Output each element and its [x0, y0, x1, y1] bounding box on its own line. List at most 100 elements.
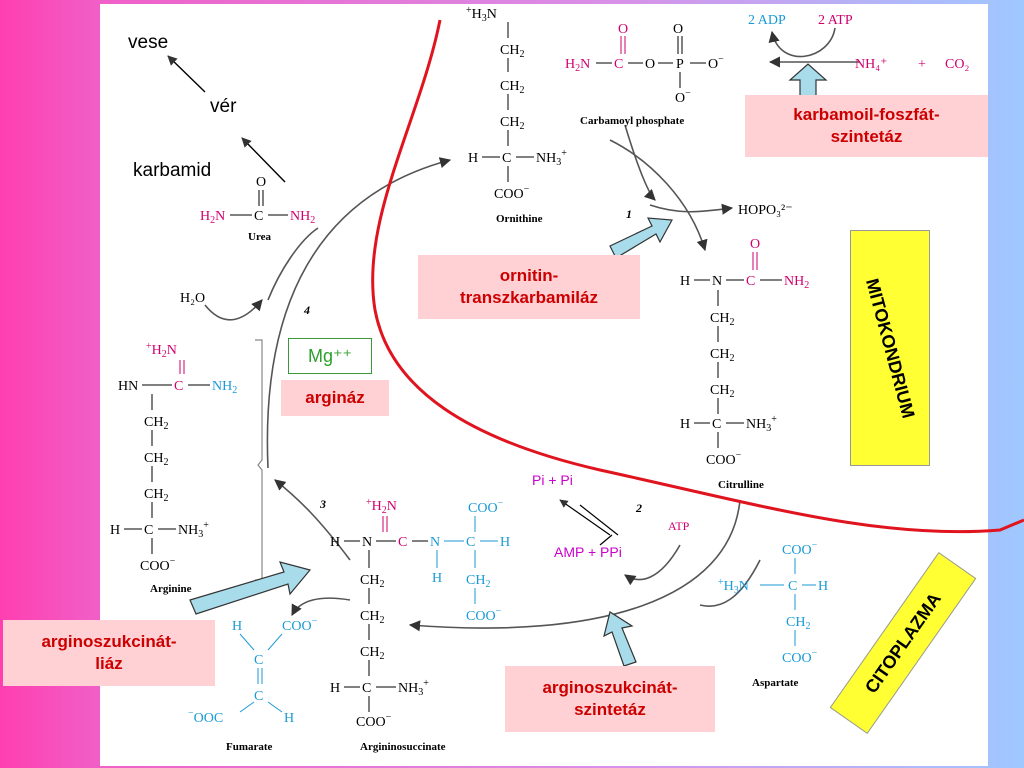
svg-text:NH3+: NH3+ — [746, 414, 777, 434]
svg-text:P: P — [676, 57, 684, 72]
pointer-arrow-otc — [609, 217, 673, 259]
pointer-arrow-ass — [603, 611, 637, 667]
svg-text:CH2: CH2 — [360, 609, 384, 626]
ornithine-label: Ornithine — [496, 213, 543, 225]
svg-text:O−: O− — [708, 54, 724, 72]
arrow-aspartate-in — [699, 559, 761, 607]
svg-text:C: C — [614, 57, 623, 72]
svg-text:CH2: CH2 — [500, 79, 524, 96]
svg-text:H: H — [680, 274, 690, 289]
svg-text:H: H — [232, 619, 242, 634]
svg-text:O: O — [256, 175, 266, 190]
enzyme-asl-text: arginoszukcinát- liáz — [41, 632, 177, 673]
svg-text:COO−: COO− — [140, 556, 176, 574]
svg-text:COO−: COO− — [782, 540, 818, 558]
cycle-arrow-citrulline-to-argsucc — [408, 499, 741, 632]
svg-text:COO−: COO− — [356, 712, 392, 730]
svg-text:NH2: NH2 — [290, 209, 315, 226]
svg-text:CH2: CH2 — [360, 573, 384, 590]
svg-text:+H2N: +H2N — [146, 341, 177, 360]
svg-text:+H3N: +H3N — [718, 577, 749, 596]
citrulline-label: Citrulline — [718, 479, 764, 491]
svg-text:+H2N: +H2N — [366, 497, 397, 516]
svg-text:C: C — [144, 523, 153, 538]
svg-text:H: H — [500, 535, 510, 550]
svg-text:C: C — [362, 681, 371, 696]
enzyme-otc-text: ornitin- transzkarbamiláz — [460, 266, 598, 307]
svg-text:CH2: CH2 — [710, 347, 734, 364]
atp-label: ATP — [668, 519, 690, 533]
svg-text:C: C — [174, 379, 183, 394]
svg-text:CH2: CH2 — [144, 415, 168, 432]
step-1: 1 — [626, 207, 632, 221]
svg-text:COO−: COO− — [782, 648, 818, 666]
svg-text:O: O — [618, 22, 628, 37]
svg-text:CH2: CH2 — [144, 451, 168, 468]
svg-text:NH2: NH2 — [212, 379, 237, 396]
label-karbamid: karbamid — [133, 160, 212, 181]
h2o-label: H₂O — [180, 291, 205, 306]
arrow-amp — [599, 534, 613, 546]
svg-text:C: C — [254, 653, 263, 668]
byproduct-amp: AMP + PPi — [554, 544, 622, 560]
enzyme-cps-text: karbamoil-foszfát- szintetáz — [793, 105, 940, 146]
svg-text:H: H — [330, 681, 340, 696]
svg-text:H: H — [110, 523, 120, 538]
cycle-arrow-to-ornithine — [266, 157, 452, 469]
urea-label: Urea — [248, 231, 272, 243]
mitochondrial-membrane — [371, 19, 1024, 534]
svg-text:C: C — [746, 274, 755, 289]
cycle-arrow-ornithine-to-citrulline — [609, 139, 708, 252]
arrow-hopo3 — [649, 203, 734, 215]
enzyme-ass-text: arginoszukcinát- szintetáz — [542, 678, 678, 719]
svg-text:C: C — [398, 535, 407, 550]
svg-text:N: N — [362, 535, 372, 550]
step-4: 4 — [303, 303, 310, 317]
svg-text:NH3+: NH3+ — [536, 148, 567, 168]
label-vese: vese — [128, 32, 169, 53]
enzyme-arginase: argináz — [281, 380, 389, 416]
arginine-label: Arginine — [150, 583, 192, 595]
atp2-label: 2 ATP — [818, 13, 853, 28]
fumarate-label: Fumarate — [226, 741, 273, 753]
svg-text:C: C — [788, 579, 797, 594]
svg-text:O: O — [750, 237, 760, 252]
svg-text:O: O — [645, 57, 655, 72]
svg-text:H: H — [818, 579, 828, 594]
svg-text:CH2: CH2 — [786, 615, 810, 632]
arrow-pi — [559, 499, 611, 536]
step-2: 2 — [635, 501, 642, 515]
svg-text:HN: HN — [118, 379, 138, 394]
arginine-bracket — [255, 339, 263, 581]
arrow-cps-reaction — [624, 124, 656, 201]
svg-text:CH2: CH2 — [500, 43, 524, 60]
svg-text:CH2: CH2 — [710, 311, 734, 328]
svg-text:H2N: H2N — [200, 209, 225, 226]
arrow-atp-in — [624, 544, 681, 586]
svg-text:COO−: COO− — [494, 184, 530, 202]
pointer-arrow-asl — [189, 561, 312, 615]
svg-text:C: C — [254, 689, 263, 704]
cofactor-mg-text: Mg⁺⁺ — [307, 345, 352, 366]
arrow-atp-adp — [768, 27, 836, 58]
adp-label: 2 ADP — [748, 13, 786, 28]
carbamoyl-phosphate-label: Carbamoyl phosphate — [580, 115, 684, 127]
argininosuccinate-label: Argininosuccinate — [360, 741, 446, 753]
arrow-urea-out — [267, 227, 319, 301]
svg-text:N: N — [430, 535, 440, 550]
enzyme-otc: ornitin- transzkarbamiláz — [418, 255, 640, 319]
svg-text:COO−: COO− — [466, 606, 502, 624]
co2-label: CO₂ — [945, 57, 969, 72]
svg-text:C: C — [466, 535, 475, 550]
svg-text:H: H — [330, 535, 340, 550]
cofactor-mg: Mg⁺⁺ — [288, 338, 372, 374]
plus-label: + — [918, 57, 926, 72]
enzyme-asl: arginoszukcinát- liáz — [3, 620, 215, 686]
arrow-amp-b — [579, 504, 619, 536]
svg-text:NH3+: NH3+ — [178, 520, 209, 540]
label-ver: vér — [210, 96, 237, 117]
svg-text:H: H — [432, 571, 442, 586]
enzyme-cps: karbamoil-foszfát- szintetáz — [745, 95, 988, 157]
svg-text:COO−: COO− — [468, 498, 504, 516]
